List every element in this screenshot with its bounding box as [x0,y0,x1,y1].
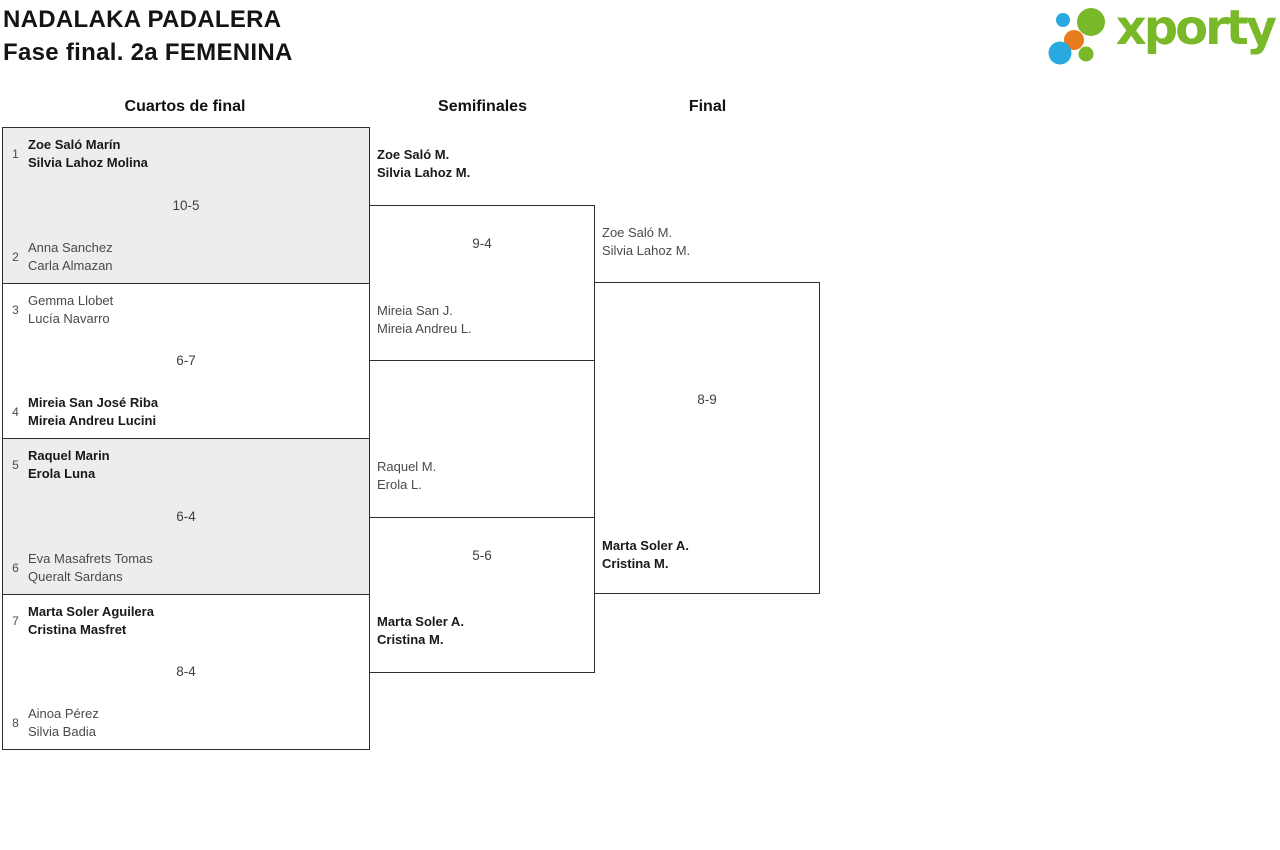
player-name: Silvia Lahoz M. [602,243,691,258]
player-name: Marta Soler Aguilera [28,603,154,619]
team-name: Mireia San José Riba Mireia Andreu Lucin… [28,394,158,430]
team-name: Marta Soler A. Cristina M. [377,613,464,649]
team-row: 4 Mireia San José Riba Mireia Andreu Luc… [3,394,369,430]
player-name: Cristina M. [377,632,444,647]
player-name: Marta Soler A. [377,614,464,629]
team-name: Zoe Saló M. Silvia Lahoz M. [377,146,470,182]
seed-number: 3 [12,302,19,317]
seed-number: 6 [12,560,19,575]
seed-number: 8 [12,716,19,730]
logo-wordmark: xporty [1115,0,1277,56]
player-name: Cristina M. [602,556,669,571]
round-header-semifinales: Semifinales [438,98,527,115]
player-name: Anna Sanchez [28,239,113,255]
player-name: Gemma Llobet [28,292,114,308]
team-name: Mireia San J. Mireia Andreu L. [377,302,472,338]
team-name: Marta Soler Aguilera Cristina Masfret [28,603,154,639]
seed-number: 7 [12,613,19,628]
match-box-qf1: 1 Zoe Saló Marín Silvia Lahoz Molina 10-… [3,128,369,284]
team-row: 3 Gemma Llobet Lucía Navarro [3,292,369,328]
player-name: Mireia San J. [377,303,453,318]
team-name: Gemma Llobet Lucía Navarro [28,292,113,328]
round-header-final: Final [688,98,727,115]
player-name: Raquel Marin [28,448,110,463]
match-score: 6-4 [176,508,196,524]
team-name: Zoe Saló M. Silvia Lahoz M. [602,224,690,260]
match-score: 8-9 [697,392,717,407]
player-name: Erola Luna [28,466,96,481]
xporty-logo[interactable]: xporty [1042,0,1277,76]
player-name: Mireia Andreu Lucini [28,413,157,428]
team-row: 2 Anna Sanchez Carla Almazan [3,239,369,275]
logo-dots-icon [1048,8,1105,65]
player-name: Eva Masafrets Tomas [28,550,153,566]
match-score: 9-4 [472,236,492,251]
seed-number: 1 [12,147,19,161]
player-name: Carla Almazan [28,257,113,273]
player-name: Queralt Sardans [28,568,123,584]
player-name: Raquel M. [377,459,437,474]
player-name: Mireia Andreu L. [377,321,472,336]
player-name: Silvia Lahoz M. [377,165,471,180]
player-name: Erola L. [377,477,422,492]
tournament-title: NADALAKA PADALERA Fase final. 2a FEMENIN… [3,3,293,69]
team-name: Marta Soler A. Cristina M. [602,537,689,573]
quarterfinals-column: 1 Zoe Saló Marín Silvia Lahoz Molina 10-… [2,127,370,750]
team-name: Raquel M. Erola L. [377,458,436,494]
tournament-name: NADALAKA PADALERA [3,6,282,33]
match-box-final [594,282,820,594]
player-name: Lucía Navarro [28,310,110,326]
team-name: Ainoa Pérez Silvia Badia [28,705,99,741]
match-box-qf2: 3 Gemma Llobet Lucía Navarro 6-7 4 Mirei… [3,284,369,439]
team-row: 7 Marta Soler Aguilera Cristina Masfret [3,603,369,639]
player-name: Ainoa Pérez [28,706,99,721]
team-row: 6 Eva Masafrets Tomas Queralt Sardans [3,550,369,586]
team-row: 8 Ainoa Pérez Silvia Badia [3,705,369,741]
phase-category-title: Fase final. 2a FEMENINA [3,39,293,66]
player-name: Zoe Saló Marín [28,137,121,152]
seed-number: 2 [12,249,19,264]
player-name: Cristina Masfret [28,621,127,637]
match-score: 6-7 [176,353,196,369]
match-box-qf4: 7 Marta Soler Aguilera Cristina Masfret … [3,595,369,750]
match-score: 10-5 [172,197,200,213]
team-name: Zoe Saló Marín Silvia Lahoz Molina [28,136,148,172]
player-name: Zoe Saló M. [602,225,673,240]
team-name: Anna Sanchez Carla Almazan [28,239,113,275]
seed-number: 5 [12,458,19,472]
player-name: Marta Soler A. [602,538,689,553]
team-row: 5 Raquel Marin Erola Luna [3,447,369,483]
team-name: Eva Masafrets Tomas Queralt Sardans [28,550,153,586]
match-box-sf2 [369,517,595,673]
player-name: Mireia San José Riba [28,395,159,410]
player-name: Silvia Lahoz Molina [28,155,148,170]
player-name: Zoe Saló M. [377,147,450,162]
seed-number: 4 [12,405,19,419]
round-header-cuartos: Cuartos de final [124,98,246,115]
match-box-qf3: 5 Raquel Marin Erola Luna 6-4 6 Eva Masa… [3,439,369,595]
team-row: 1 Zoe Saló Marín Silvia Lahoz Molina [3,136,369,172]
match-score: 8-4 [176,664,196,680]
team-name: Raquel Marin Erola Luna [28,447,110,483]
player-name: Silvia Badia [28,724,96,739]
match-score: 5-6 [472,548,492,563]
